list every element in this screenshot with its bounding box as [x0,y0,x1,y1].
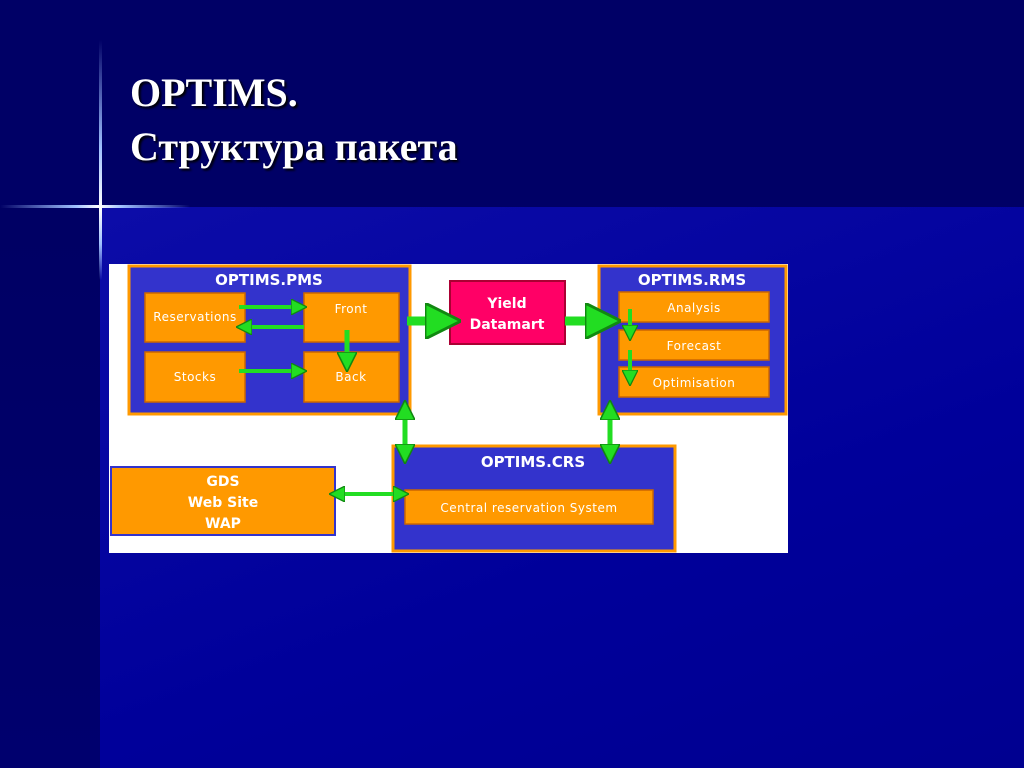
analysis-label: Analysis [667,301,720,315]
reservations-box [144,292,246,343]
back-label: Back [335,370,366,384]
pms-title: OPTIMS.PMS [215,271,323,289]
pms-module: OPTIMS.PMS Reservations Front Stocks Bac… [127,264,412,416]
optimisation-label: Optimisation [653,376,736,390]
external-channels-box [110,466,336,536]
external-line-1: GDS [206,474,239,490]
external-line-3: WAP [205,516,241,532]
external-channels: GDS Web Site WAP [110,466,336,536]
yield-datamart: Yield Datamart [449,280,566,345]
forecast-box [618,329,770,361]
rms-module: OPTIMS.RMS Analysis Forecast Optimisatio… [597,264,788,416]
diagram-arrows [239,307,630,494]
external-line-2: Web Site [188,495,258,511]
slide-title-line-1: OPTIMS. [130,70,298,115]
central-reservation-box [404,489,654,525]
crs-title: OPTIMS.CRS [481,453,585,471]
stocks-label: Stocks [174,370,216,384]
front-box [303,292,400,343]
rms-title: OPTIMS.RMS [638,271,746,289]
slide-title-line-2: Структура пакета [130,124,458,169]
forecast-label: Forecast [667,339,722,353]
decorative-light-vertical [99,40,102,280]
yield-datamart-box [449,280,566,345]
central-reservation-label: Central reservation System [440,501,617,515]
slide-title: OPTIMS. Структура пакета [130,66,458,174]
architecture-diagram: OPTIMS.PMS Reservations Front Stocks Bac… [109,264,788,553]
analysis-box [618,291,770,323]
decorative-light-horizontal [0,205,190,208]
reservations-label: Reservations [153,310,236,324]
yield-label-line-2: Datamart [470,317,545,333]
diagram-canvas: OPTIMS.PMS Reservations Front Stocks Bac… [110,264,788,553]
stocks-box [144,351,246,403]
front-label: Front [335,302,368,316]
slide-background-top [0,0,1024,207]
optimisation-box [618,366,770,398]
yield-label-line-1: Yield [486,296,526,312]
crs-module: OPTIMS.CRS Central reservation System [391,444,677,553]
